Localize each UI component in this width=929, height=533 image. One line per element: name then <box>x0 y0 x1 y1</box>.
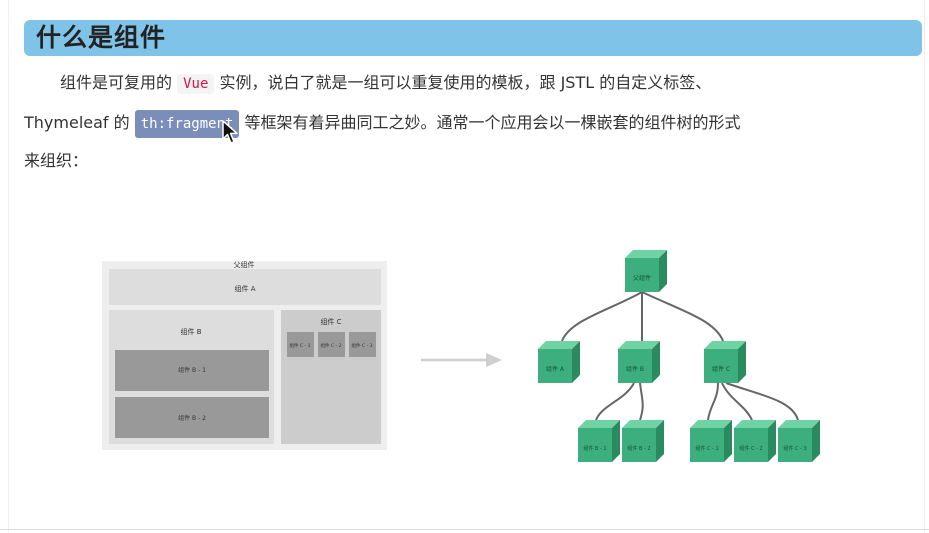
component-a-label: 组件 A <box>234 284 255 293</box>
tree-node-c-label: 组件 C <box>712 365 730 373</box>
component-c1-box <box>287 332 314 357</box>
tree-node-c3-label: 组件 C - 3 <box>783 445 806 452</box>
tree-node-b2-label: 组件 B - 2 <box>627 445 650 452</box>
component-c2-box <box>318 332 345 357</box>
paragraph-text: Thymeleaf 的 <box>24 113 130 132</box>
tree-node-a: 组件 A <box>538 341 580 383</box>
tree-node-c2-label: 组件 C - 2 <box>739 445 762 452</box>
tree-node-a-label: 组件 A <box>546 365 565 373</box>
tree-node-root: 父组件 <box>625 250 667 292</box>
tree-node-c: 组件 C <box>704 341 746 383</box>
tree-node-c2: 组件 C - 2 <box>734 420 776 462</box>
component-c3-label: 组件 C - 3 <box>352 342 373 349</box>
tree-node-c1-label: 组件 C - 1 <box>695 445 718 452</box>
left-edge-line <box>8 0 9 533</box>
inline-code-vue: Vue <box>177 74 215 94</box>
tree-node-c3: 组件 C - 3 <box>778 420 820 462</box>
inline-code-th-fragment-selected[interactable]: th:fragment <box>134 110 240 138</box>
tree-node-b1-label: 组件 B - 1 <box>583 445 606 452</box>
component-c-box <box>281 310 381 444</box>
component-tree-diagram: 父组件 组件 A 组件 B 组件 C 组件 B - 1 组件 B - 2 组件 … <box>538 250 820 462</box>
right-arrow-icon <box>421 353 502 367</box>
tree-node-c1: 组件 C - 1 <box>690 420 732 462</box>
component-a-box <box>109 269 381 305</box>
tree-node-root-label: 父组件 <box>633 274 651 282</box>
component-b2-label: 组件 B - 2 <box>178 414 206 422</box>
paragraph-line-1: 组件是可复用的 Vue 实例，说白了就是一组可以重复使用的模板，跟 JSTL 的… <box>60 72 711 95</box>
component-c3-box <box>349 332 376 357</box>
component-c2-label: 组件 C - 2 <box>321 342 342 349</box>
component-layout-diagram: 父组件 组件 A 组件 B 组件 B - 1 组件 B - 2 组件 C 组件 … <box>102 260 387 450</box>
tree-node-b-label: 组件 B <box>626 365 644 373</box>
paragraph-line-3: 来组织： <box>24 151 89 170</box>
section-heading-bar: 什么是组件 <box>24 20 922 56</box>
parent-component-label: 父组件 <box>234 260 255 269</box>
component-c-label: 组件 C <box>320 317 341 326</box>
paragraph-text: 等框架有着异曲同工之妙。通常一个应用会以一棵嵌套的组件树的形式 <box>244 113 741 132</box>
component-c1-label: 组件 C - 1 <box>290 342 311 349</box>
section-heading: 什么是组件 <box>36 23 167 52</box>
tree-node-b1: 组件 B - 1 <box>578 420 620 462</box>
paragraph-text: 实例，说白了就是一组可以重复使用的模板，跟 JSTL 的自定义标签、 <box>219 73 712 92</box>
bottom-divider <box>0 529 929 530</box>
tree-node-b2: 组件 B - 2 <box>622 420 664 462</box>
mouse-cursor-icon <box>222 120 238 144</box>
paragraph-text: 组件是可复用的 <box>60 73 173 92</box>
paragraph-line-2: Thymeleaf 的 th:fragment 等框架有着异曲同工之妙。通常一个… <box>24 110 741 138</box>
component-b1-box <box>115 350 269 391</box>
component-b1-label: 组件 B - 1 <box>178 366 206 374</box>
right-edge-line <box>924 0 925 533</box>
component-b2-box <box>115 397 269 438</box>
tree-node-b: 组件 B <box>618 341 660 383</box>
component-b-label: 组件 B <box>180 327 201 336</box>
